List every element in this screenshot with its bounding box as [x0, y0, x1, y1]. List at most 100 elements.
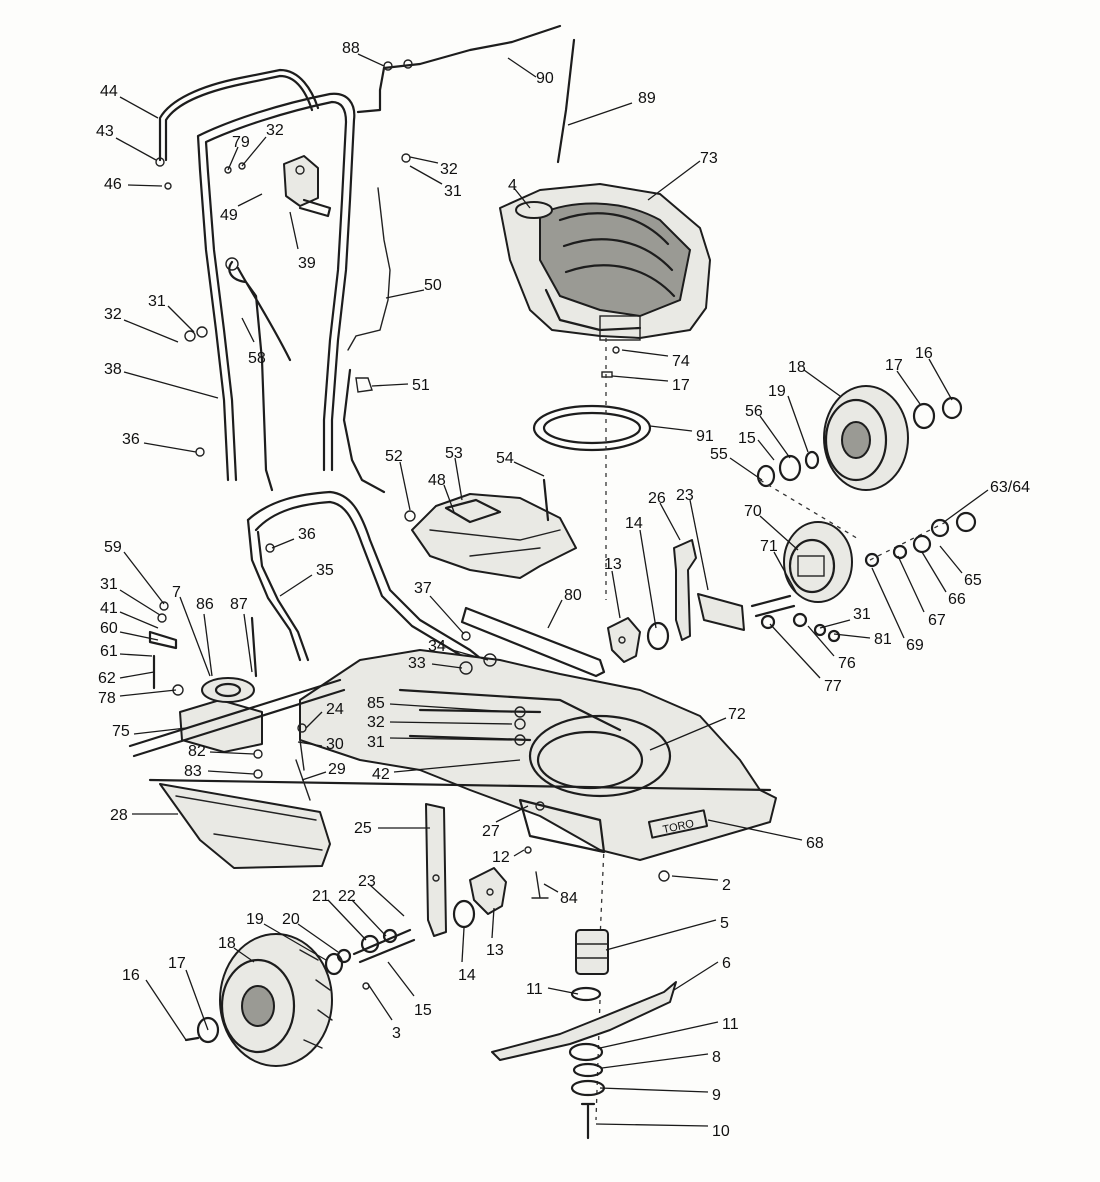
- callout-c58: 58: [241, 317, 266, 367]
- callout-number: 29: [328, 761, 346, 778]
- leader-line: [185, 969, 209, 1031]
- callout-c68: 68: [707, 819, 824, 852]
- callout-c62: 62: [98, 670, 155, 687]
- pivot-bracket-rear: [697, 593, 745, 631]
- callout-c18a: 18: [788, 359, 841, 397]
- callout-number: 91: [696, 428, 714, 445]
- leader-line: [819, 619, 851, 629]
- callout-number: 37: [414, 580, 432, 597]
- leader-line: [773, 551, 797, 593]
- leader-line: [241, 317, 255, 343]
- callout-c16b: 16: [122, 967, 187, 1041]
- callout-c71: 71: [760, 538, 797, 593]
- leader-line: [167, 305, 195, 333]
- leader-line: [673, 961, 719, 991]
- callout-c56: 56: [745, 403, 791, 459]
- leader-line: [543, 883, 559, 893]
- callout-number: 18: [218, 935, 236, 952]
- callout-c13b: 13: [486, 907, 504, 959]
- callout-number: 5: [720, 915, 729, 932]
- callout-number: 70: [744, 503, 762, 520]
- callout-c23a: 23: [676, 487, 709, 591]
- callout-number: 53: [445, 445, 463, 462]
- callout-c79: 79: [227, 134, 250, 171]
- leader-line: [271, 538, 295, 549]
- callout-number: 51: [412, 377, 430, 394]
- leader-line: [393, 759, 521, 773]
- callout-c32b: 32: [409, 156, 458, 178]
- drive-shaft: [128, 678, 346, 758]
- leader-line: [279, 574, 313, 597]
- callout-c49: 49: [220, 193, 263, 224]
- leader-line: [145, 979, 187, 1041]
- callout-number: 10: [712, 1123, 730, 1140]
- leader-line: [127, 184, 163, 187]
- callout-c53: 53: [445, 445, 463, 501]
- leader-line: [409, 156, 439, 164]
- callout-c76: 76: [807, 625, 856, 672]
- callout-number: 14: [458, 967, 476, 984]
- callout-number: 55: [710, 446, 728, 463]
- leader-line: [928, 358, 953, 401]
- leader-line: [123, 319, 179, 343]
- callout-number: 65: [964, 572, 982, 589]
- callout-number: 25: [354, 820, 372, 837]
- callout-number: 88: [342, 40, 360, 57]
- callout-c44: 44: [100, 83, 159, 119]
- callout-number: 43: [96, 123, 114, 140]
- callout-number: 89: [638, 90, 656, 107]
- spacer-washer-bottom: [568, 1042, 604, 1062]
- callout-number: 19: [246, 911, 264, 928]
- leader-line: [689, 499, 709, 591]
- callout-c36a: 36: [122, 431, 197, 453]
- lower-handle: [246, 490, 552, 726]
- leader-line: [327, 899, 367, 941]
- leader-line: [507, 57, 537, 78]
- leader-line: [491, 907, 495, 939]
- callout-number: 61: [100, 643, 118, 660]
- callout-c11b: 11: [599, 1016, 739, 1049]
- leader-line: [399, 461, 411, 511]
- leader-line: [387, 961, 415, 997]
- callout-c54: 54: [496, 450, 545, 477]
- leader-line: [289, 211, 299, 250]
- callout-number: 8: [712, 1049, 721, 1066]
- leader-line: [513, 187, 531, 209]
- callout-c39: 39: [289, 211, 316, 272]
- callout-c87: 87: [230, 596, 253, 673]
- callout-number: 68: [806, 835, 824, 852]
- callout-number: 15: [738, 430, 756, 447]
- callout-c17a: 17: [611, 375, 690, 394]
- callout-number: 3: [392, 1025, 401, 1042]
- callout-number: 13: [486, 942, 504, 959]
- callout-c17c: 17: [168, 955, 209, 1031]
- callout-number: 23: [676, 487, 694, 504]
- callout-c90: 90: [507, 57, 554, 87]
- leader-line: [547, 599, 563, 629]
- callout-number: 36: [122, 431, 140, 448]
- callout-c91: 91: [649, 425, 714, 445]
- callout-number: 82: [188, 743, 206, 760]
- callout-number: 72: [728, 706, 746, 723]
- callout-c23b: 23: [358, 873, 405, 917]
- rear-chute: [159, 783, 331, 869]
- leader-line: [787, 395, 809, 453]
- callout-number: 85: [367, 695, 385, 712]
- callout-c75: 75: [112, 723, 187, 740]
- leader-line: [599, 1021, 719, 1049]
- callout-c19a: 19: [768, 383, 809, 453]
- callout-c2: 2: [671, 875, 731, 894]
- callout-number: 69: [906, 637, 924, 654]
- leader-line: [143, 442, 197, 453]
- leader-line: [263, 923, 327, 961]
- leader-line: [357, 53, 385, 67]
- callout-c17b: 17: [885, 357, 921, 405]
- callout-number: 22: [338, 888, 356, 905]
- callout-number: 39: [298, 255, 316, 272]
- callout-number: 81: [874, 631, 892, 648]
- callout-number: 34: [428, 638, 446, 655]
- leader-line: [443, 484, 455, 513]
- callout-number: 23: [358, 873, 376, 890]
- callout-c7: 7: [172, 584, 211, 677]
